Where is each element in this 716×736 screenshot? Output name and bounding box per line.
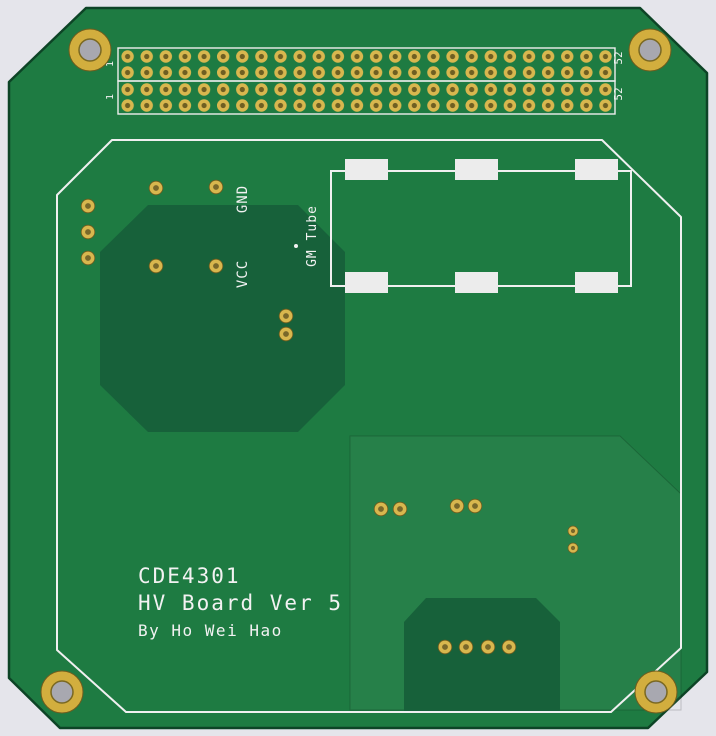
gm-tube-pad xyxy=(345,159,388,180)
through-hole-pad xyxy=(278,308,294,324)
mounting-hole-top-right xyxy=(628,28,672,72)
header2-pin1-label: 1 xyxy=(105,94,116,100)
title-block: CDE4301 HV Board Ver 5 By Ho Wei Hao xyxy=(138,564,343,640)
through-hole-pad xyxy=(80,224,96,240)
silkscreen-dot xyxy=(294,244,298,248)
gm-tube-pad xyxy=(575,272,618,293)
through-hole-pad xyxy=(208,179,224,195)
via-pad xyxy=(567,525,579,537)
gm-tube-pad xyxy=(455,272,498,293)
vcc-label: VCC xyxy=(235,260,251,288)
gm-tube-pad xyxy=(455,159,498,180)
header2-pin52-label: 52 xyxy=(612,87,625,100)
via-pad xyxy=(567,542,579,554)
through-hole-pad xyxy=(148,180,164,196)
pin-header-connector: 1 1 52 52 xyxy=(105,47,625,115)
mounting-hole-bottom-right xyxy=(634,670,678,714)
board-title-line2: HV Board Ver 5 xyxy=(138,591,343,615)
through-hole-pad xyxy=(278,326,294,342)
gnd-label: GND xyxy=(235,185,251,213)
mounting-hole-bottom-left xyxy=(40,670,84,714)
through-hole-pad xyxy=(458,639,474,655)
mounting-hole-top-left xyxy=(68,28,112,72)
gm-tube-pad xyxy=(575,159,618,180)
through-hole-pad xyxy=(501,639,517,655)
through-hole-pad xyxy=(392,501,408,517)
pcb-board-body xyxy=(7,6,709,730)
copper-zone-bottom-center xyxy=(404,598,560,712)
gm-tube-footprint: GM Tube xyxy=(294,159,632,293)
board-title-line1: CDE4301 xyxy=(138,564,241,588)
through-hole-pad xyxy=(148,258,164,274)
through-hole-pad xyxy=(437,639,453,655)
through-hole-pad xyxy=(467,498,483,514)
silkscreen-board-outline xyxy=(56,139,682,713)
board-title-line3: By Ho Wei Hao xyxy=(138,621,283,640)
pin-header-row-1 xyxy=(117,47,616,82)
through-hole-pad xyxy=(80,250,96,266)
through-hole-pad xyxy=(480,639,496,655)
through-hole-pad xyxy=(208,258,224,274)
gm-tube-label: GM Tube xyxy=(305,205,320,267)
through-hole-pad xyxy=(449,498,465,514)
header1-pin1-label: 1 xyxy=(105,61,116,67)
gm-tube-pad xyxy=(345,272,388,293)
header1-pin52-label: 52 xyxy=(612,51,625,64)
pin-header-row-2 xyxy=(117,80,616,115)
through-hole-pad xyxy=(373,501,389,517)
through-hole-pad xyxy=(80,198,96,214)
